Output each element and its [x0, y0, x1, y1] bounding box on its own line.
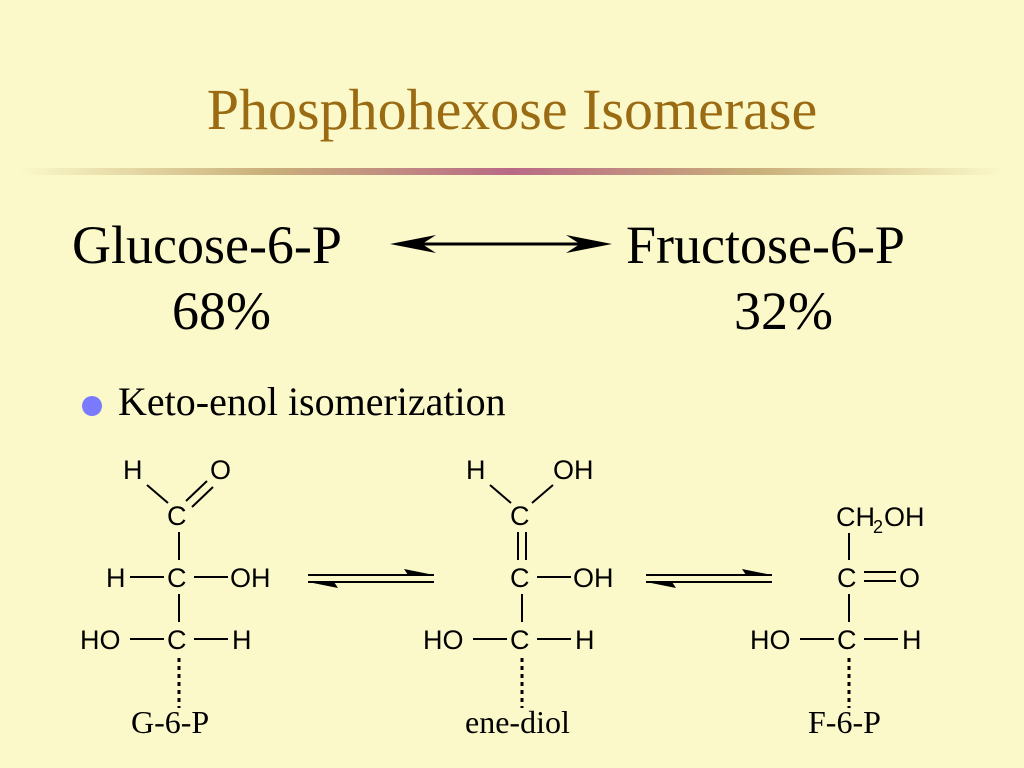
enediol-row3-ho: HO	[423, 625, 464, 655]
enediol-row2-oh: OH	[573, 563, 614, 593]
enediol-c1: C	[510, 501, 530, 531]
g6p-c3: C	[167, 625, 187, 655]
enediol-c3: C	[510, 625, 530, 655]
enediol-structure: H OH C C OH HO C H	[423, 455, 614, 708]
g6p-c1: C	[167, 501, 187, 531]
fructose-percent: 32%	[734, 281, 833, 341]
f6p-c2: C	[837, 563, 857, 593]
slide-title: Phosphohexose Isomerase	[206, 77, 818, 142]
enediol-caption: ene-diol	[465, 704, 570, 740]
enediol-h-bond	[489, 484, 512, 504]
g6p-caption: G-6-P	[131, 704, 210, 740]
g6p-row2-oh: OH	[230, 563, 271, 593]
f6p-row3-h: H	[902, 625, 922, 655]
enediol-c2: C	[510, 563, 530, 593]
fructose-6-p-label: Fructose-6-P	[626, 215, 905, 275]
g6p-row3-h: H	[232, 625, 252, 655]
equilibrium-arrow	[390, 235, 612, 253]
f6p-caption: F-6-P	[808, 704, 881, 740]
g6p-h-bond	[146, 484, 169, 504]
enediol-top-oh: OH	[553, 455, 594, 485]
equilibrium-harpoon-1	[308, 569, 434, 588]
f6p-top-subscript: 2	[873, 517, 883, 537]
f6p-top-ch: CH	[836, 502, 875, 532]
g6p-top-o: O	[210, 455, 231, 485]
g6p-structure: H O C H C OH HO C H	[80, 455, 271, 708]
glucose-6-p-label: Glucose-6-P	[72, 215, 342, 275]
f6p-row2-o: O	[899, 563, 920, 593]
f6p-structure: CH 2 OH C O HO C H	[750, 502, 925, 708]
enediol-top-h: H	[466, 455, 486, 485]
g6p-row3-ho: HO	[80, 625, 121, 655]
enediol-row3-h: H	[575, 625, 595, 655]
bullet-icon	[82, 396, 102, 416]
f6p-row3-ho: HO	[750, 625, 791, 655]
g6p-c2: C	[167, 563, 187, 593]
g6p-double-bond-a	[185, 480, 208, 502]
g6p-row2-h: H	[106, 563, 126, 593]
f6p-c3: C	[837, 625, 857, 655]
equilibrium-harpoon-2	[646, 569, 772, 588]
bullet-text: Keto-enol isomerization	[118, 379, 506, 424]
enediol-oh-bond	[531, 484, 554, 504]
glucose-percent: 68%	[172, 281, 271, 341]
title-divider	[20, 168, 1004, 175]
f6p-top-oh: OH	[884, 502, 925, 532]
g6p-double-bond-b	[191, 486, 214, 508]
g6p-top-h: H	[123, 455, 143, 485]
